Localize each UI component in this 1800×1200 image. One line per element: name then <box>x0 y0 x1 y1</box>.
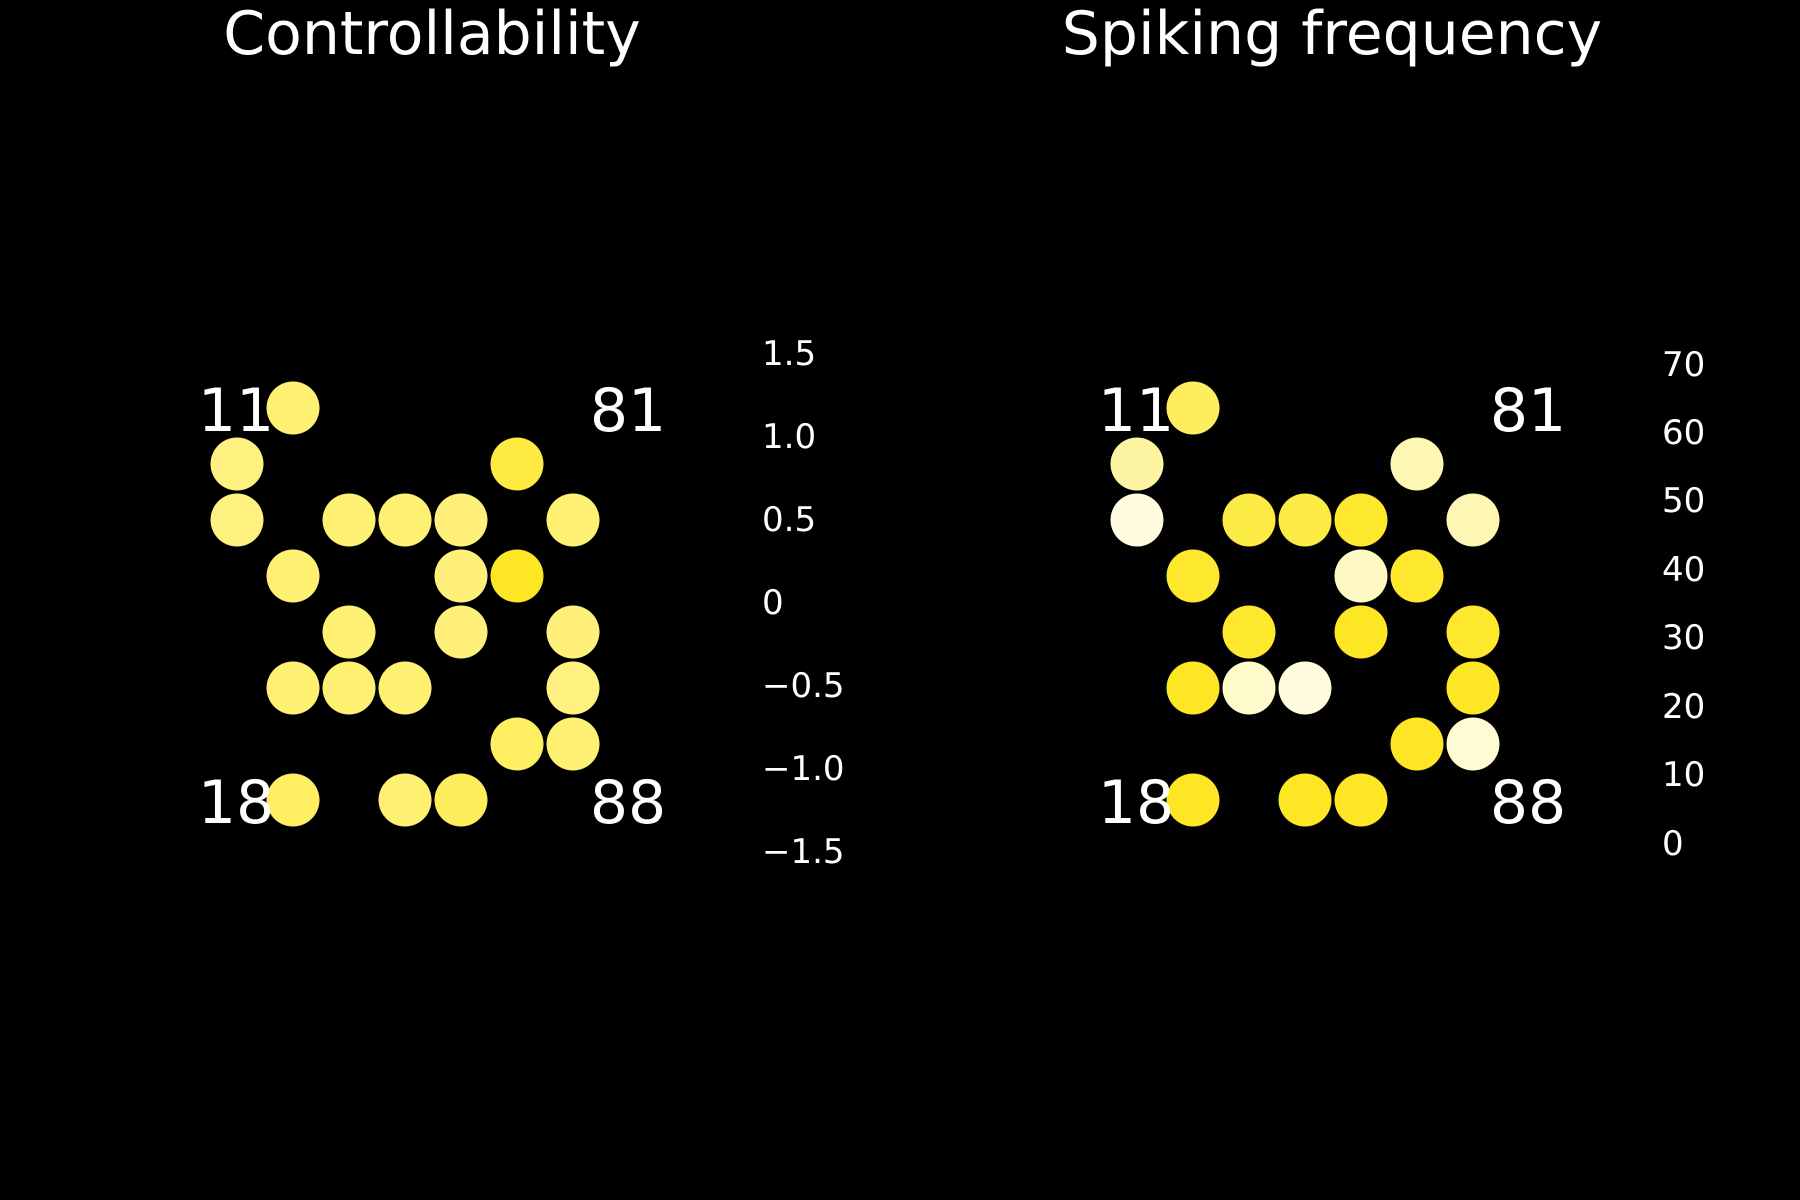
data-point <box>1222 661 1276 715</box>
corner-label-top-right: 81 <box>1490 376 1566 446</box>
corner-label-bottom-right: 88 <box>590 768 666 838</box>
data-point <box>434 773 488 827</box>
data-point <box>1222 493 1276 547</box>
data-point <box>1334 493 1388 547</box>
data-point <box>1278 661 1332 715</box>
data-point <box>378 661 432 715</box>
data-point <box>546 717 600 771</box>
colorbar-tick-label: −0.5 <box>762 666 845 706</box>
data-point <box>1334 773 1388 827</box>
panel-controllability: Controllability 11 81 18 88 1.5 1.0 0.5 … <box>198 0 845 872</box>
colorbar-tick-label: 60 <box>1662 413 1705 453</box>
colorbar-tick-label: 10 <box>1662 755 1705 795</box>
data-point <box>322 493 376 547</box>
data-point <box>378 493 432 547</box>
colorbar-tick-label: 0 <box>1662 824 1684 864</box>
data-point <box>434 493 488 547</box>
data-point <box>1446 661 1500 715</box>
colorbar-tick-label: 50 <box>1662 481 1705 521</box>
corner-label-top-left: 11 <box>198 376 274 446</box>
colorbar-tick-label: 30 <box>1662 618 1705 658</box>
data-point <box>490 437 544 491</box>
data-point <box>322 605 376 659</box>
chart-title: Controllability <box>223 0 640 69</box>
colorbar-tick-label: 20 <box>1662 687 1705 727</box>
data-point <box>1278 773 1332 827</box>
colorbar-tick-label: 1.5 <box>762 334 816 374</box>
data-point <box>322 661 376 715</box>
colorbar-ticks: 70 60 50 40 30 20 10 0 <box>1662 345 1705 864</box>
data-point <box>1166 773 1220 827</box>
data-point <box>1110 493 1164 547</box>
dot-grid <box>210 381 600 827</box>
corner-label-bottom-left: 18 <box>1098 768 1174 838</box>
data-point <box>434 605 488 659</box>
data-point <box>1446 605 1500 659</box>
colorbar-tick-label: 0.5 <box>762 500 816 540</box>
colorbar-tick-label: 0 <box>762 583 784 623</box>
colorbar-ticks: 1.5 1.0 0.5 0 −0.5 −1.0 −1.5 <box>762 334 845 872</box>
corner-label-bottom-left: 18 <box>198 768 274 838</box>
colorbar-tick-label: −1.5 <box>762 832 845 872</box>
data-point <box>210 437 264 491</box>
data-point <box>490 549 544 603</box>
colorbar-tick-label: 1.0 <box>762 417 816 457</box>
chart-title: Spiking frequency <box>1062 0 1602 69</box>
data-point <box>1166 661 1220 715</box>
data-point <box>1446 717 1500 771</box>
data-point <box>1446 493 1500 547</box>
data-point <box>266 549 320 603</box>
data-point <box>434 549 488 603</box>
data-point <box>1390 549 1444 603</box>
dot-grid <box>1110 381 1500 827</box>
data-point <box>546 493 600 547</box>
colorbar-tick-label: −1.0 <box>762 749 845 789</box>
data-point <box>378 773 432 827</box>
data-point <box>1334 549 1388 603</box>
data-point <box>546 661 600 715</box>
data-point <box>1390 717 1444 771</box>
data-point <box>1222 605 1276 659</box>
data-point <box>490 717 544 771</box>
corner-label-top-left: 11 <box>1098 376 1174 446</box>
data-point <box>1110 437 1164 491</box>
data-point <box>546 605 600 659</box>
data-point <box>266 661 320 715</box>
corner-label-top-right: 81 <box>590 376 666 446</box>
colorbar-tick-label: 70 <box>1662 345 1705 385</box>
data-point <box>1390 437 1444 491</box>
colorbar-tick-label: 40 <box>1662 550 1705 590</box>
data-point <box>266 773 320 827</box>
data-point <box>210 493 264 547</box>
data-point <box>1278 493 1332 547</box>
corner-label-bottom-right: 88 <box>1490 768 1566 838</box>
data-point <box>266 381 320 435</box>
panel-spiking-frequency: Spiking frequency 11 81 18 88 70 60 50 4… <box>1062 0 1705 864</box>
data-point <box>1166 549 1220 603</box>
data-point <box>1334 605 1388 659</box>
data-point <box>1166 381 1220 435</box>
